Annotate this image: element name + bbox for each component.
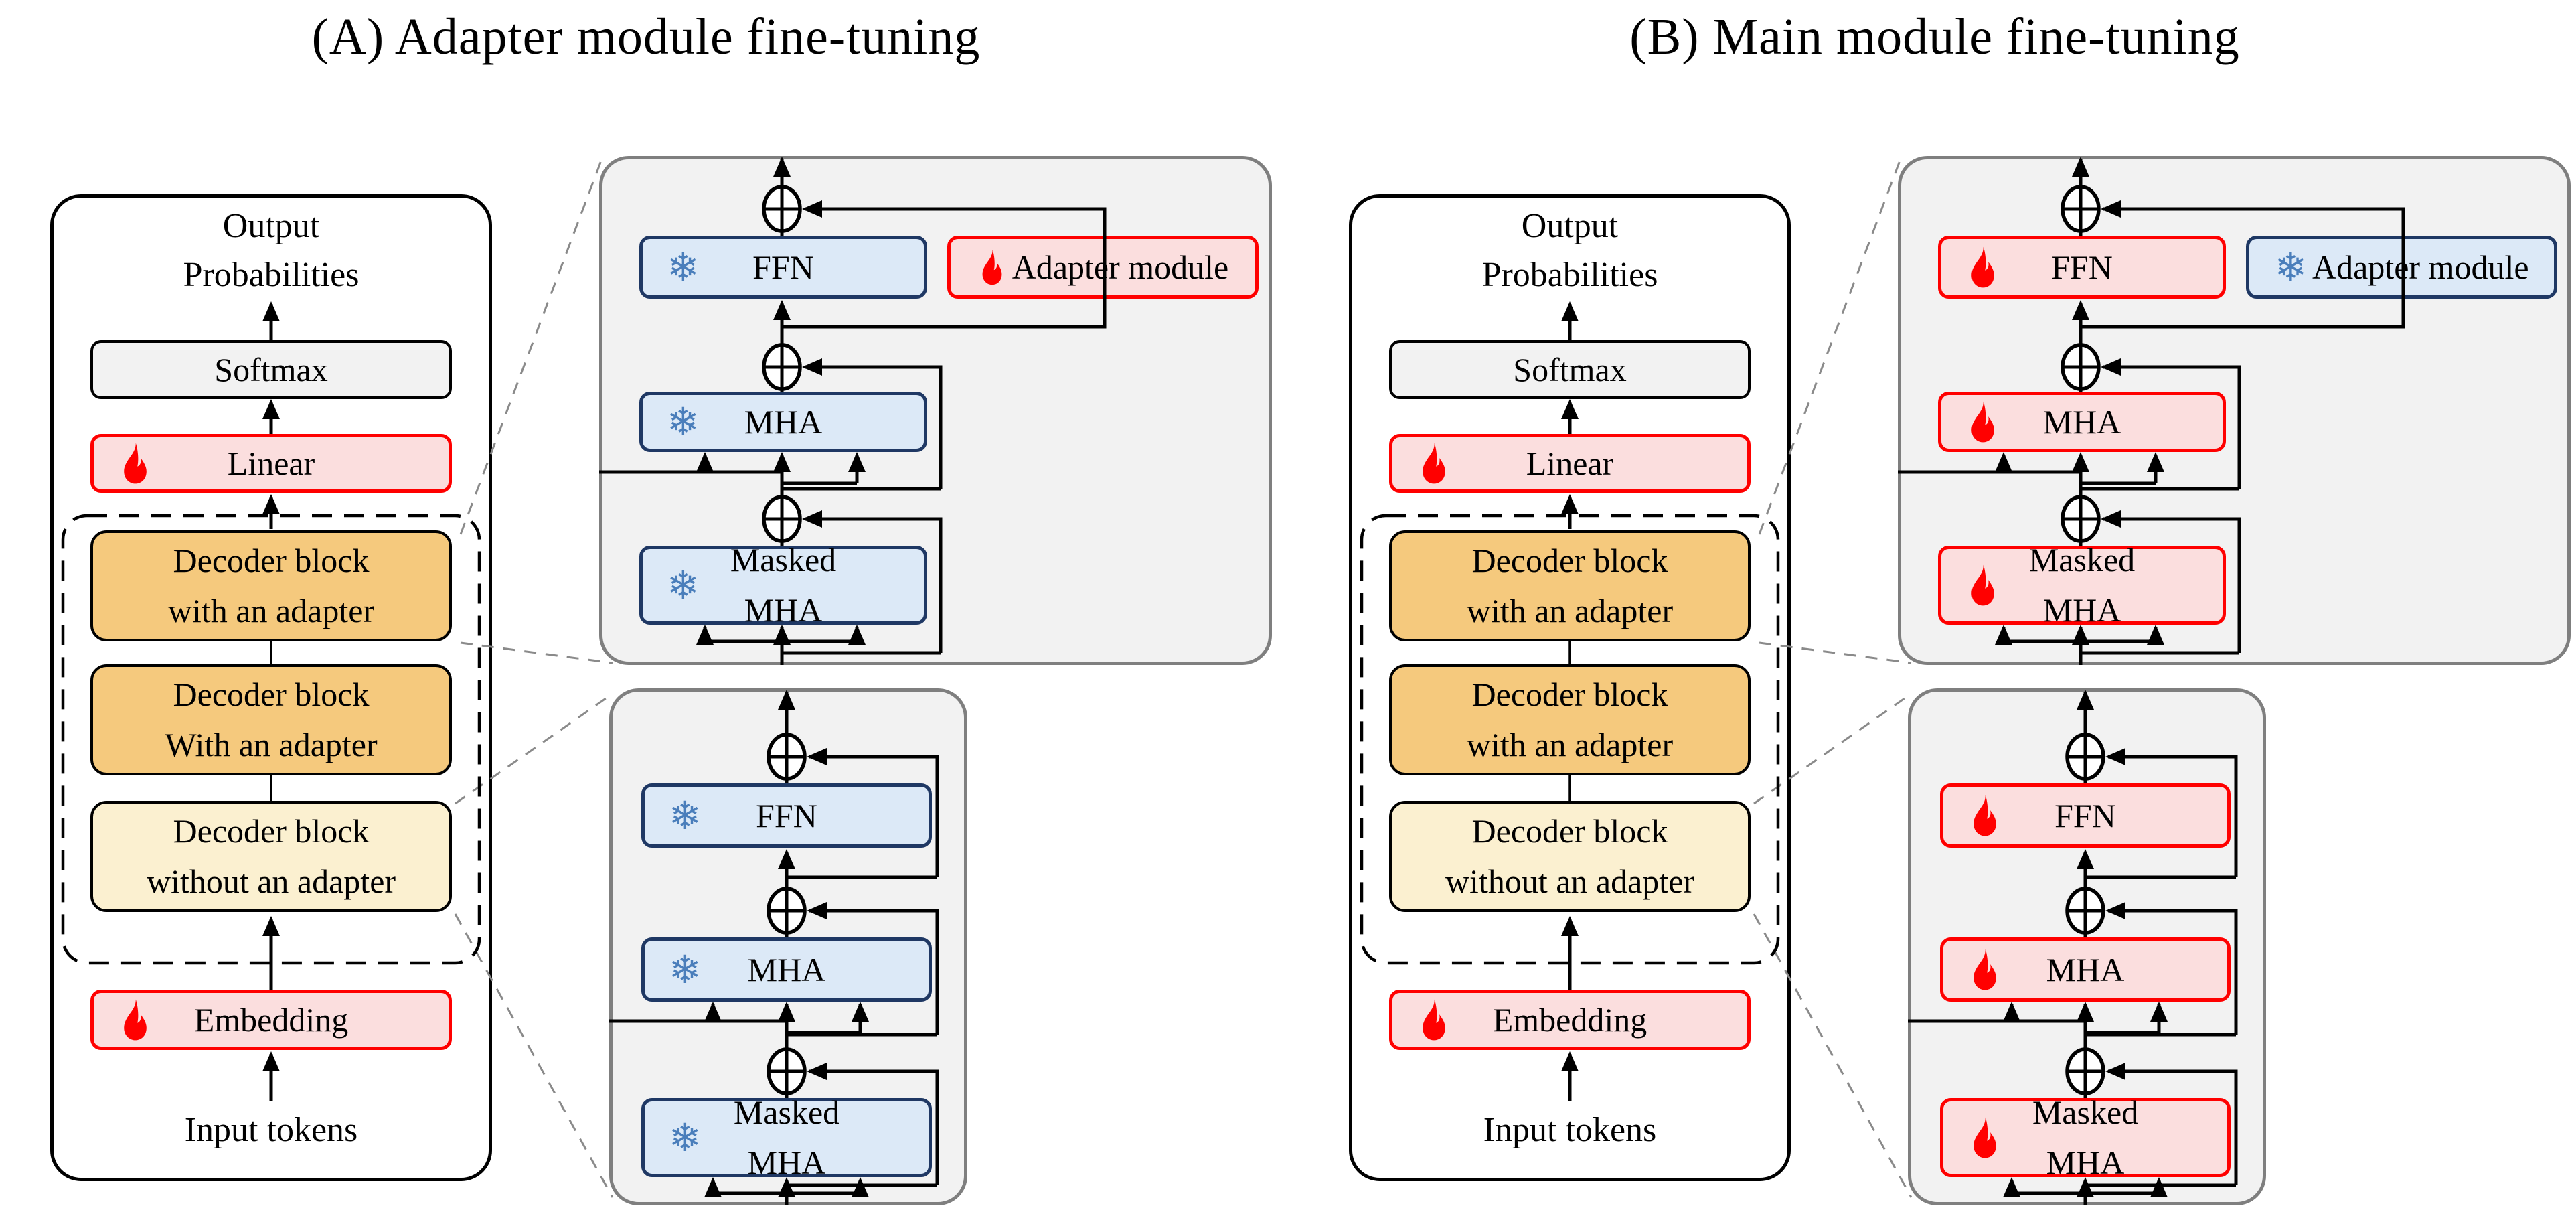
mha-box-b-bottom: MHA	[1940, 937, 2231, 1002]
snowflake-icon: ❄	[669, 1115, 702, 1160]
ffn-box-a-top: ❄ FFN	[639, 236, 927, 299]
masked-mha-box-a-top: ❄ Masked MHA	[639, 541, 927, 629]
adapter-module-label: Adapter module	[1012, 248, 1229, 286]
flame-icon	[977, 248, 1007, 286]
softmax-label: Softmax	[214, 351, 328, 388]
ffn-label: FFN	[756, 797, 817, 834]
masked-mha-box-b-top: Masked MHA	[1938, 541, 2226, 629]
masked-mha-line1: Masked	[2032, 1093, 2139, 1131]
adapter-module-box-b: ❄ Adapter module	[2246, 236, 2557, 299]
flame-icon	[1965, 564, 2000, 607]
adapter-module-label: Adapter module	[2312, 248, 2529, 286]
decoder-block-line2: without an adapter	[1445, 862, 1695, 900]
mha-label: MHA	[744, 403, 823, 441]
mha-label: MHA	[2046, 951, 2125, 988]
decoder-block-line2: With an adapter	[165, 726, 378, 763]
flame-icon	[1417, 442, 1451, 485]
softmax-box-a: Softmax	[90, 340, 452, 399]
masked-mha-line1: Masked	[730, 541, 837, 579]
output-line1: Output	[1521, 207, 1619, 245]
mha-box-a-top: ❄ MHA	[639, 392, 927, 452]
ffn-box-a-bottom: ❄ FFN	[641, 783, 932, 848]
embedding-box-a: Embedding	[90, 990, 452, 1050]
mha-box-a-bottom: ❄ MHA	[641, 937, 932, 1002]
decoder-block-2-a: Decoder block With an adapter	[90, 664, 452, 775]
linear-label: Linear	[1526, 445, 1614, 482]
flame-icon	[1967, 948, 2002, 991]
flame-icon	[1965, 400, 2000, 443]
ffn-label: FFN	[2055, 797, 2116, 834]
ffn-label: FFN	[752, 248, 814, 286]
output-probabilities-label-a: Output Probabilities	[90, 202, 452, 300]
decoder-block-line1: Decoder block	[173, 542, 370, 579]
flame-icon	[1967, 1116, 2002, 1159]
flame-icon	[1967, 794, 2002, 837]
embedding-box-b: Embedding	[1389, 990, 1751, 1050]
decoder-block-line1: Decoder block	[173, 812, 370, 850]
decoder-block-1-b: Decoder block with an adapter	[1389, 530, 1751, 641]
ffn-box-b-top: FFN	[1938, 236, 2226, 299]
embedding-label: Embedding	[1492, 1001, 1647, 1039]
ffn-box-b-bottom: FFN	[1940, 783, 2231, 848]
decoder-block-2-b: Decoder block with an adapter	[1389, 664, 1751, 775]
mha-box-b-top: MHA	[1938, 392, 2226, 452]
embedding-label: Embedding	[193, 1001, 349, 1039]
snowflake-icon: ❄	[667, 399, 700, 445]
masked-mha-line2: MHA	[2046, 1144, 2125, 1181]
input-tokens-label-b: Input tokens	[1483, 1111, 1657, 1149]
output-line2: Probabilities	[183, 255, 359, 294]
softmax-label: Softmax	[1513, 351, 1627, 388]
linear-label: Linear	[227, 445, 315, 482]
snowflake-icon: ❄	[669, 947, 702, 992]
decoder-block-3-a: Decoder block without an adapter	[90, 801, 452, 912]
title-panel-b: (B) Main module fine-tuning	[1629, 9, 2240, 65]
masked-mha-line2: MHA	[744, 591, 823, 629]
masked-mha-line2: MHA	[2042, 591, 2121, 629]
flame-icon	[118, 998, 153, 1041]
decoder-block-line2: with an adapter	[1466, 726, 1674, 763]
decoder-block-line1: Decoder block	[173, 676, 370, 713]
mha-label: MHA	[2042, 403, 2121, 441]
linear-box-a: Linear	[90, 434, 452, 493]
decoder-block-3-b: Decoder block without an adapter	[1389, 801, 1751, 912]
decoder-block-1-a: Decoder block with an adapter	[90, 530, 452, 641]
masked-mha-line2: MHA	[747, 1144, 826, 1181]
snowflake-icon: ❄	[667, 244, 700, 290]
masked-mha-line1: Masked	[733, 1093, 840, 1131]
snowflake-icon: ❄	[669, 793, 702, 838]
snowflake-icon: ❄	[667, 562, 700, 608]
flame-icon	[1965, 246, 2000, 289]
input-tokens-label-a: Input tokens	[184, 1111, 358, 1149]
flame-icon	[1417, 998, 1451, 1041]
decoder-block-line2: with an adapter	[167, 592, 375, 629]
snowflake-icon: ❄	[2274, 244, 2308, 290]
output-line1: Output	[222, 207, 320, 245]
decoder-block-line2: without an adapter	[146, 862, 396, 900]
mha-label: MHA	[747, 951, 826, 988]
flame-icon	[118, 442, 153, 485]
ffn-label: FFN	[2051, 248, 2113, 286]
masked-mha-box-b-bottom: Masked MHA	[1940, 1093, 2231, 1181]
decoder-block-line1: Decoder block	[1471, 542, 1668, 579]
softmax-box-b: Softmax	[1389, 340, 1751, 399]
masked-mha-line1: Masked	[2028, 541, 2136, 579]
decoder-block-line1: Decoder block	[1471, 676, 1668, 713]
decoder-block-line1: Decoder block	[1471, 812, 1668, 850]
output-line2: Probabilities	[1481, 255, 1658, 294]
title-panel-a: (A) Adapter module fine-tuning	[311, 9, 981, 65]
decoder-block-line2: with an adapter	[1466, 592, 1674, 629]
output-probabilities-label-b: Output Probabilities	[1389, 202, 1751, 300]
masked-mha-box-a-bottom: ❄ Masked MHA	[641, 1093, 932, 1181]
adapter-module-box-a: Adapter module	[947, 236, 1259, 299]
linear-box-b: Linear	[1389, 434, 1751, 493]
